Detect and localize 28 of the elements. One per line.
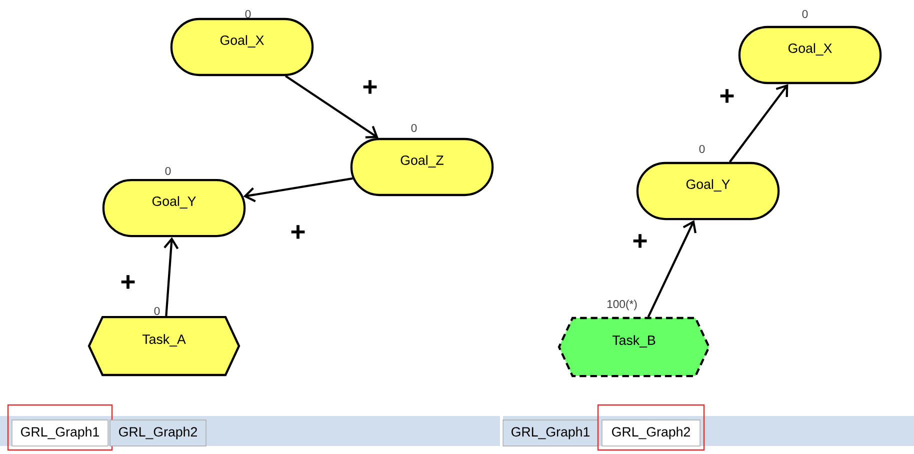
goal-box: Goal_X — [738, 26, 882, 84]
edge-label: + — [118, 274, 138, 292]
tab: GRL_Graph2 — [110, 420, 206, 446]
tab: GRL_Graph1 — [502, 420, 598, 446]
tab: GRL_Graph2 — [602, 420, 700, 446]
value-label: 0 — [802, 10, 808, 18]
task-hexagon: Task_B — [558, 316, 710, 378]
value-label: 0 — [245, 10, 251, 18]
goal-box: Goal_Y — [636, 162, 780, 220]
edge-label: + — [288, 224, 308, 242]
goal-box: Goal_Y — [102, 178, 246, 238]
value-label: 0 — [154, 307, 160, 315]
edge-label: + — [630, 232, 650, 252]
arrow — [243, 177, 353, 202]
arrow — [164, 237, 179, 316]
arrow — [728, 84, 788, 163]
goal-box: Goal_X — [170, 18, 314, 76]
edge-label: + — [718, 88, 736, 106]
value-label: 0 — [165, 167, 171, 175]
tab: GRL_Graph1 — [12, 420, 108, 446]
value-label: 100(*) — [607, 300, 637, 310]
edge-label: + — [360, 78, 380, 98]
task-hexagon: Task_A — [88, 316, 240, 376]
goal-box: Goal_Z — [350, 138, 494, 196]
arrow — [284, 75, 378, 138]
value-label: 0 — [411, 124, 417, 132]
value-label: 0 — [699, 145, 705, 153]
arrow — [647, 220, 696, 318]
